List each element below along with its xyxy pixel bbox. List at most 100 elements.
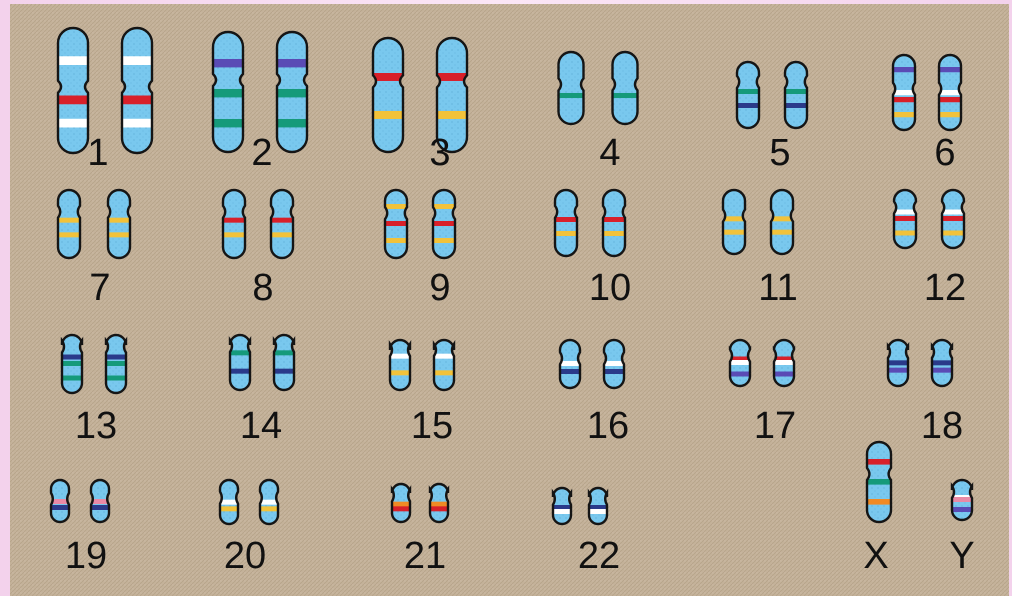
chromosome-label: 19 — [65, 535, 107, 577]
chromosome-band — [773, 360, 795, 365]
chromosome-band — [554, 217, 578, 222]
chromosome-band — [276, 59, 308, 67]
chromosome-band — [559, 369, 581, 374]
chromosome — [50, 480, 70, 522]
chromosome-band — [887, 368, 909, 373]
chromosome-band — [941, 216, 965, 221]
chromosome-band — [938, 112, 962, 117]
chromosome — [90, 480, 110, 522]
chromosome — [57, 190, 81, 258]
chromosome-band — [90, 505, 110, 510]
chromosome-label: 16 — [587, 405, 629, 447]
chromosome-band — [603, 369, 625, 374]
chromosome-band — [259, 506, 279, 511]
chromosome — [433, 340, 455, 390]
chromosome — [391, 484, 411, 522]
chromatid-texture — [785, 62, 807, 128]
chromosome-band — [436, 111, 468, 119]
chromosome-band — [602, 231, 626, 236]
chromosome-label: 11 — [758, 267, 797, 309]
chromosome — [222, 190, 246, 258]
chromosome-band — [276, 89, 308, 97]
chromosome-label: 4 — [599, 132, 620, 174]
chromosome — [770, 190, 794, 254]
chromosome — [276, 32, 308, 152]
chromosome-band — [57, 119, 89, 128]
chromatid-texture — [434, 340, 454, 390]
chromatid-texture — [108, 190, 130, 258]
chromosome — [384, 190, 408, 258]
chromosome-band — [558, 93, 585, 98]
chromosome-band — [270, 218, 294, 223]
chromosome-label: 9 — [429, 267, 450, 309]
chromosome-band — [229, 369, 251, 374]
chromosome-band — [433, 370, 455, 375]
chromosome-band — [273, 369, 295, 374]
chromosome — [893, 190, 917, 248]
chromosome-label: 15 — [411, 405, 453, 447]
chromosome-band — [273, 350, 295, 355]
chromosome — [259, 480, 279, 524]
chromosome-band — [432, 204, 456, 209]
chromosome-band — [866, 459, 892, 465]
chromosome — [931, 340, 953, 386]
chromosome-band — [276, 119, 308, 127]
chromosome-label: 22 — [578, 535, 620, 577]
chromosome — [212, 32, 244, 152]
chromosome-band — [552, 509, 572, 514]
chromosome-band — [121, 96, 153, 105]
chromosome-band — [432, 221, 456, 226]
chromosome — [270, 190, 294, 258]
chromosome — [951, 480, 973, 520]
chromosome-label: 18 — [921, 405, 963, 447]
chromosome-band — [270, 232, 294, 237]
chromosome-band — [229, 350, 251, 355]
chromosome-band — [212, 119, 244, 127]
chromosome-band — [784, 89, 808, 94]
chromosome-band — [951, 497, 973, 502]
chromosome — [57, 28, 89, 153]
chromosome-band — [893, 231, 917, 236]
chromosome — [107, 190, 131, 258]
chromosome-band — [57, 56, 89, 65]
chromosome — [602, 190, 626, 256]
chromosome — [559, 340, 581, 388]
chromosome-label: 10 — [589, 267, 631, 309]
chromosome-label: 7 — [89, 267, 110, 309]
chromosome-label: 3 — [429, 132, 450, 174]
chromosome-band — [107, 218, 131, 223]
chromosome-band — [892, 112, 916, 117]
chromosome-label: 1 — [87, 132, 108, 174]
chromosome-label: 6 — [934, 132, 955, 174]
chromosome-band — [105, 376, 127, 381]
chromosome-band — [61, 355, 83, 360]
chromosome — [372, 38, 404, 152]
chromosome-band — [384, 221, 408, 226]
band-group — [429, 502, 449, 512]
chromatid-texture — [230, 335, 250, 390]
chromosome — [121, 28, 153, 153]
chromatid-texture — [223, 190, 245, 258]
chromatid-texture — [555, 190, 577, 256]
chromosome — [773, 340, 795, 386]
chromosome-band — [931, 368, 953, 373]
chromosome-band — [892, 67, 916, 72]
chromosome — [229, 335, 251, 390]
chromosome-band — [612, 93, 639, 98]
chromosome-band — [107, 232, 131, 237]
chromosome-band — [887, 360, 909, 365]
chromosome-band — [384, 204, 408, 209]
chromatid-texture — [723, 190, 745, 254]
chromosome-band — [602, 217, 626, 222]
chromosome — [722, 190, 746, 254]
chromosome — [219, 480, 239, 524]
chromosome-label: 20 — [224, 535, 266, 577]
band-group — [391, 502, 411, 512]
chromosome-band — [770, 230, 794, 235]
chromatid-texture — [603, 190, 625, 256]
chromosome-band — [212, 59, 244, 67]
chromosome-label: Y — [949, 535, 974, 577]
chromatid-texture — [274, 335, 294, 390]
chromosome — [784, 62, 808, 128]
chromosome-band — [736, 89, 760, 94]
